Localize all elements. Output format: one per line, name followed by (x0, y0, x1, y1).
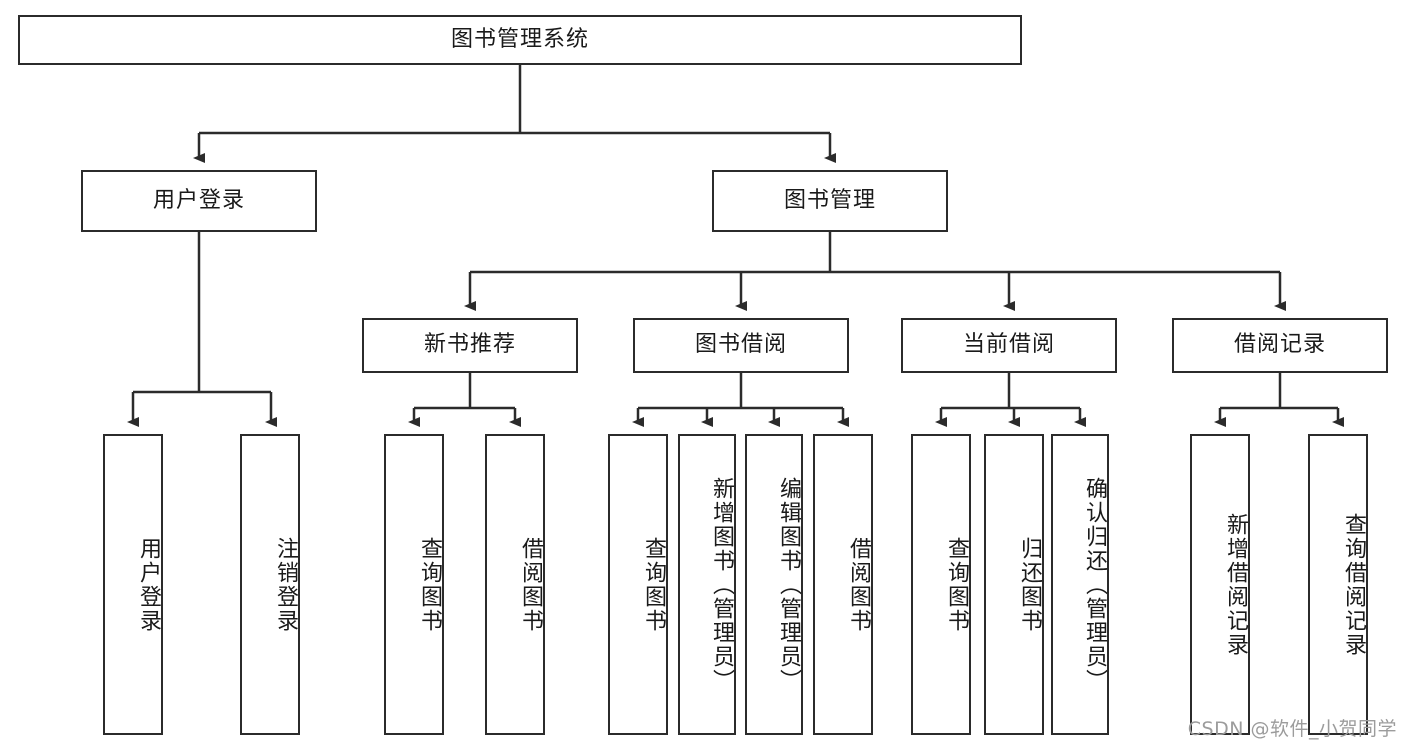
leaf-confirm-return-label: 确认归还（管理员） (1082, 476, 1107, 693)
node-user-login[interactable]: 用户登录 (81, 170, 317, 232)
leaf-borrow-book-2[interactable]: 借阅图书 (813, 434, 873, 735)
leaf-confirm-return[interactable]: 确认归还（管理员） (1051, 434, 1109, 735)
leaf-query-book-3[interactable]: 查询图书 (911, 434, 971, 735)
leaf-add-record-label: 新增借阅记录 (1223, 512, 1248, 657)
leaf-query-book-1[interactable]: 查询图书 (384, 434, 444, 735)
leaf-borrow-book-1-label: 借阅图书 (518, 536, 543, 633)
leaf-add-book[interactable]: 新增图书（管理员） (678, 434, 736, 735)
leaf-return-book-label: 归还图书 (1017, 536, 1042, 633)
node-current-borrow[interactable]: 当前借阅 (901, 318, 1117, 373)
leaf-query-book-3-label: 查询图书 (944, 536, 969, 633)
leaf-logout-label: 注销登录 (273, 536, 298, 633)
leaf-user-login[interactable]: 用户登录 (103, 434, 163, 735)
node-book-manage[interactable]: 图书管理 (712, 170, 948, 232)
node-book-manage-label: 图书管理 (783, 187, 876, 213)
leaf-return-book[interactable]: 归还图书 (984, 434, 1044, 735)
leaf-query-record-label: 查询借阅记录 (1341, 512, 1366, 657)
node-borrow-record[interactable]: 借阅记录 (1172, 318, 1388, 373)
leaf-add-record[interactable]: 新增借阅记录 (1190, 434, 1250, 735)
leaf-logout[interactable]: 注销登录 (240, 434, 300, 735)
node-current-borrow-label: 当前借阅 (962, 332, 1055, 358)
leaf-add-book-label: 新增图书（管理员） (709, 476, 734, 693)
node-root-label: 图书管理系统 (450, 26, 589, 52)
csdn-watermark: CSDN @软件_小贺同学 (1187, 718, 1397, 740)
leaf-borrow-book-2-label: 借阅图书 (846, 536, 871, 633)
leaf-query-book-1-label: 查询图书 (417, 536, 442, 633)
node-book-borrow-label: 图书借阅 (694, 332, 787, 358)
node-root[interactable]: 图书管理系统 (18, 15, 1022, 65)
node-user-login-label: 用户登录 (152, 187, 245, 213)
node-new-book-rec[interactable]: 新书推荐 (362, 318, 578, 373)
leaf-query-record[interactable]: 查询借阅记录 (1308, 434, 1368, 735)
leaf-edit-book[interactable]: 编辑图书（管理员） (745, 434, 803, 735)
node-book-borrow[interactable]: 图书借阅 (633, 318, 849, 373)
leaf-user-login-label: 用户登录 (136, 536, 161, 633)
leaf-borrow-book-1[interactable]: 借阅图书 (485, 434, 545, 735)
leaf-query-book-2-label: 查询图书 (641, 536, 666, 633)
node-new-book-rec-label: 新书推荐 (423, 332, 516, 358)
leaf-query-book-2[interactable]: 查询图书 (608, 434, 668, 735)
node-borrow-record-label: 借阅记录 (1233, 332, 1326, 358)
leaf-edit-book-label: 编辑图书（管理员） (776, 476, 801, 693)
